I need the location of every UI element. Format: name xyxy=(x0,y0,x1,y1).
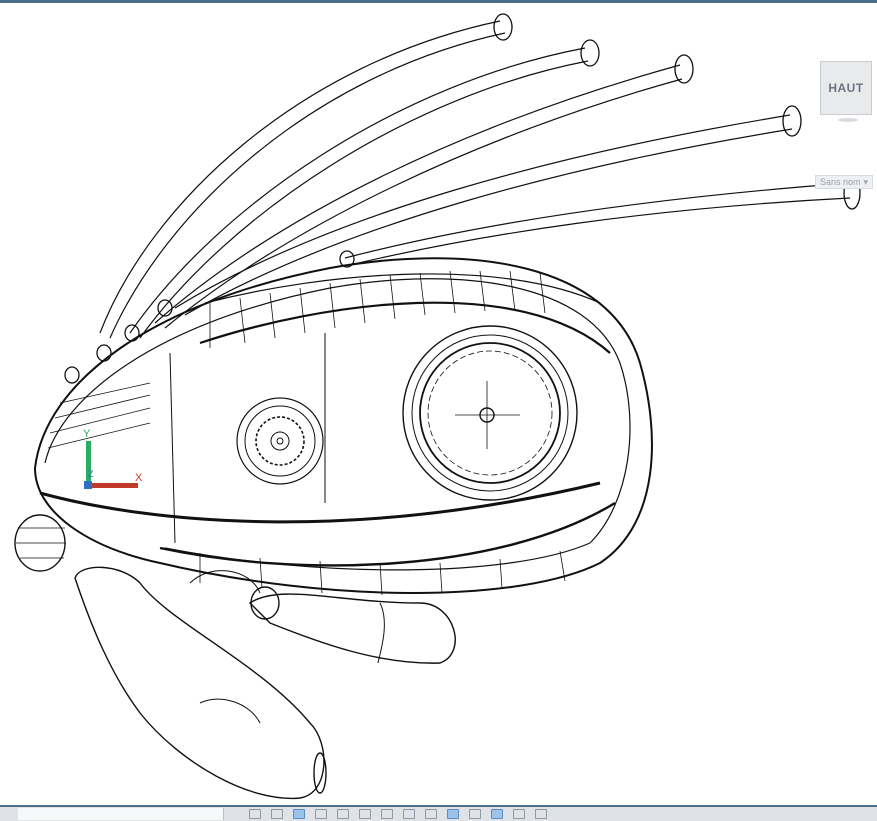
ucs-z-label: Z xyxy=(88,469,94,479)
status-bar xyxy=(0,805,877,821)
workspace-toggle-button[interactable] xyxy=(469,809,481,819)
body-ribs xyxy=(47,270,566,596)
snap-toggle-button[interactable] xyxy=(271,809,283,819)
transparency-toggle-button[interactable] xyxy=(403,809,415,819)
wcs-dropdown[interactable]: Sans nom ▾ xyxy=(815,175,874,189)
ucs-y-label: Y xyxy=(83,428,91,440)
ucs-icon: Y X Z xyxy=(83,428,143,489)
annotation-toggle-button[interactable] xyxy=(447,809,459,819)
selection-cycling-toggle-button[interactable] xyxy=(425,809,437,819)
body-shell xyxy=(33,257,653,594)
viewcube-compass[interactable] xyxy=(838,118,858,122)
grid-toggle-button[interactable] xyxy=(249,809,261,819)
chevron-down-icon: ▾ xyxy=(863,176,869,187)
command-line[interactable] xyxy=(18,808,224,820)
hardware-accel-toggle-button[interactable] xyxy=(513,809,525,819)
lineweight-toggle-button[interactable] xyxy=(381,809,393,819)
wireframe-model xyxy=(14,13,861,800)
porthole-large xyxy=(402,325,578,501)
tentacle-tips xyxy=(64,13,861,384)
ortho-toggle-button[interactable] xyxy=(293,809,305,819)
legs xyxy=(74,566,456,800)
status-toggles xyxy=(244,809,552,819)
front-nozzle xyxy=(14,514,66,572)
isolate-toggle-button[interactable] xyxy=(491,809,503,819)
clean-screen-toggle-button[interactable] xyxy=(535,809,547,819)
osnap-toggle-button[interactable] xyxy=(337,809,349,819)
wcs-label: Sans nom xyxy=(820,177,861,187)
polar-toggle-button[interactable] xyxy=(315,809,327,819)
viewcube-face[interactable]: HAUT xyxy=(820,61,872,115)
otrack-toggle-button[interactable] xyxy=(359,809,371,819)
tentacles xyxy=(99,20,851,339)
porthole-small xyxy=(236,397,324,485)
ucs-x-label: X xyxy=(135,472,143,484)
viewcube-label: HAUT xyxy=(828,81,864,95)
